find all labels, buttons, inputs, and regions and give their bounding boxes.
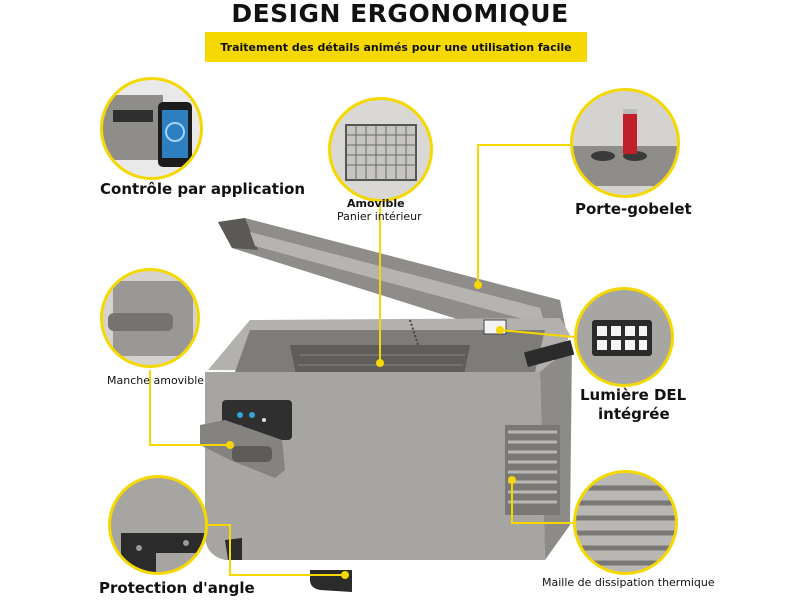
label-corner: Protection d'angle — [99, 579, 255, 597]
callout-led — [574, 287, 674, 387]
callout-vent — [573, 470, 678, 575]
page-title: DESIGN ERGONOMIQUE — [231, 0, 569, 28]
label-led-2: intégrée — [598, 405, 670, 423]
label-basket-2: Panier intérieur — [337, 210, 422, 223]
callout-basket — [328, 97, 433, 202]
callout-app-control — [100, 77, 203, 180]
subtitle-text: Traitement des détails animés pour une u… — [220, 40, 572, 54]
phone-icon — [103, 95, 192, 167]
label-app-control: Contrôle par application — [100, 180, 306, 198]
corner-icon — [121, 533, 205, 572]
handle-icon — [108, 281, 193, 356]
callout-corner — [108, 475, 208, 575]
led-icon — [592, 320, 652, 356]
label-led-1: Lumière DEL — [580, 386, 687, 404]
callout-handle — [100, 268, 200, 368]
label-vent: Maille de dissipation thermique — [542, 576, 715, 589]
vent-grille — [505, 425, 560, 515]
label-cupholder: Porte-gobelet — [575, 200, 692, 218]
label-handle: Manche amovible — [107, 374, 205, 387]
cup-icon — [573, 109, 677, 186]
subtitle-banner: Traitement des détails animés pour une u… — [205, 32, 587, 62]
basket-icon — [345, 124, 417, 181]
callout-cupholder — [570, 88, 680, 198]
label-basket-1: Amovible — [347, 197, 405, 210]
